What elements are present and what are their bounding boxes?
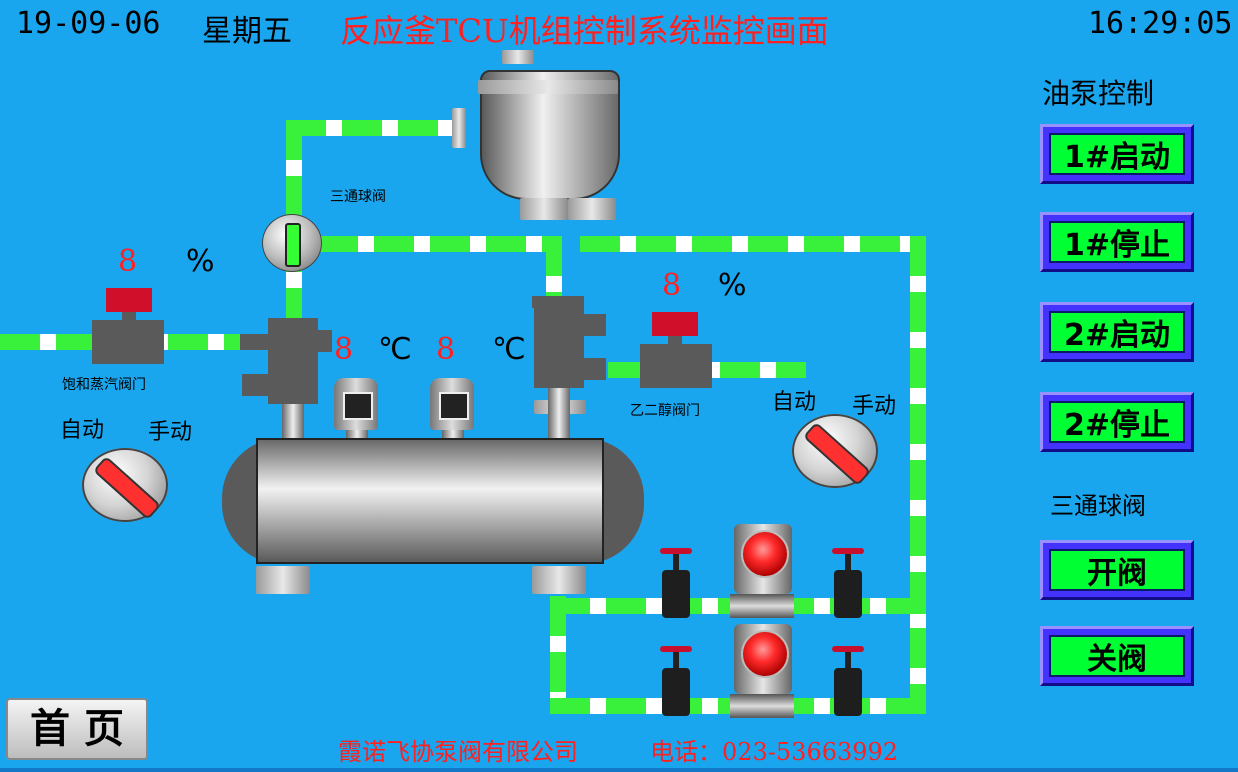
steam-valve-unit: % xyxy=(186,244,215,279)
pump-2-lamp-icon xyxy=(741,630,789,678)
steam-valve-value: 8 xyxy=(118,244,138,279)
valve-close-button[interactable]: 关阀 xyxy=(1040,626,1194,686)
pump1-stop-button[interactable]: 1#停止 xyxy=(1040,212,1194,272)
right-mode-switch[interactable] xyxy=(792,414,878,488)
ball-valve-indicator-icon xyxy=(285,223,301,267)
three-way-ball-valve[interactable] xyxy=(262,214,322,272)
right-switch-auto-label: 自动 xyxy=(772,390,817,415)
pipe-pump-left xyxy=(550,596,566,714)
steam-valve-label: 饱和蒸汽阀门 xyxy=(62,377,146,393)
pump2-start-button[interactable]: 2#启动 xyxy=(1040,302,1194,362)
time-display: 16:29:05 xyxy=(1088,6,1233,41)
pump-2-indicator xyxy=(734,624,792,694)
heat-exchanger-right xyxy=(534,302,584,388)
gate-valve-2a[interactable] xyxy=(654,646,698,716)
glycol-valve-value: 8 xyxy=(662,268,682,303)
gate-valve-2b[interactable] xyxy=(826,646,870,716)
pump-1-base xyxy=(730,594,794,618)
glycol-valve-actuator xyxy=(652,312,698,336)
switch-lever-icon xyxy=(92,455,162,521)
top-tank-nozzle xyxy=(502,50,534,64)
gate-valve-1a[interactable] xyxy=(654,548,698,618)
pump1-start-button[interactable]: 1#启动 xyxy=(1040,124,1194,184)
reactor-bottom-flange-left xyxy=(256,566,310,594)
temp2-unit: ℃ xyxy=(492,332,526,367)
heat-exchanger-left-flange-r xyxy=(318,330,332,352)
ball-valve-control-title: 三通球阀 xyxy=(1050,492,1146,520)
reactor-vessel-shell xyxy=(256,438,604,564)
glycol-valve-body[interactable] xyxy=(640,344,712,388)
company-phone: 电话：023-53663992 xyxy=(650,738,899,766)
heat-exchanger-left xyxy=(268,318,318,404)
temp1-value: 8 xyxy=(334,332,354,367)
bottom-border xyxy=(0,768,1238,772)
company-name: 霞诺飞协泵阀有限公司 xyxy=(338,738,578,766)
glycol-valve-label: 乙二醇阀门 xyxy=(630,403,700,419)
steam-valve-actuator xyxy=(106,288,152,312)
heat-exchanger-right-flange-t xyxy=(532,296,584,308)
temp1-unit: ℃ xyxy=(378,332,412,367)
valve-open-button[interactable]: 开阀 xyxy=(1040,540,1194,600)
top-tank-bottom-flange-left xyxy=(520,198,568,220)
top-tank-lid xyxy=(478,80,618,94)
page-title: 反应釜TCU机组控制系统监控画面 xyxy=(340,12,829,50)
switch-lever-icon xyxy=(802,421,872,487)
pump-1-indicator xyxy=(734,524,792,594)
pump-2-base xyxy=(730,694,794,718)
pump-control-title: 油泵控制 xyxy=(1042,77,1155,110)
left-switch-auto-label: 自动 xyxy=(60,418,105,443)
heat-exchanger-left-flange-l xyxy=(240,334,268,350)
left-switch-manual-label: 手动 xyxy=(148,420,193,445)
weekday-display: 星期五 xyxy=(202,14,292,49)
pipe-ballvalve-right xyxy=(318,236,558,252)
temp2-value: 8 xyxy=(436,332,456,367)
heat-exchanger-right-flange-r2 xyxy=(584,358,606,380)
pump-1-lamp-icon xyxy=(741,530,789,578)
ball-valve-label: 三通球阀 xyxy=(330,189,386,205)
steam-valve-body[interactable] xyxy=(92,320,164,364)
heat-exchanger-left-flange-b xyxy=(242,374,270,396)
gate-valve-1b[interactable] xyxy=(826,548,870,618)
home-button[interactable]: 首 页 xyxy=(6,698,148,760)
top-tank-bottom-flange-right xyxy=(568,198,616,220)
temperature-sensor-1 xyxy=(334,378,378,430)
temperature-sensor-2 xyxy=(430,378,474,430)
pump2-stop-button[interactable]: 2#停止 xyxy=(1040,392,1194,452)
heat-exchanger-right-flange-r xyxy=(584,314,606,336)
left-mode-switch[interactable] xyxy=(82,448,168,522)
pipe-top-to-tank xyxy=(286,120,456,136)
pipe-right-loop xyxy=(910,236,926,714)
right-switch-manual-label: 手动 xyxy=(852,394,897,419)
date-display: 19-09-06 xyxy=(16,6,161,41)
pipe-tank-return xyxy=(580,236,926,252)
top-tank-side-flange xyxy=(452,108,466,148)
heat-exchanger-left-pipe xyxy=(282,404,304,440)
reactor-bottom-flange-right xyxy=(532,566,586,594)
glycol-valve-stem xyxy=(668,336,682,346)
heat-exchanger-right-pipe xyxy=(548,388,570,440)
glycol-valve-unit: % xyxy=(718,268,747,303)
